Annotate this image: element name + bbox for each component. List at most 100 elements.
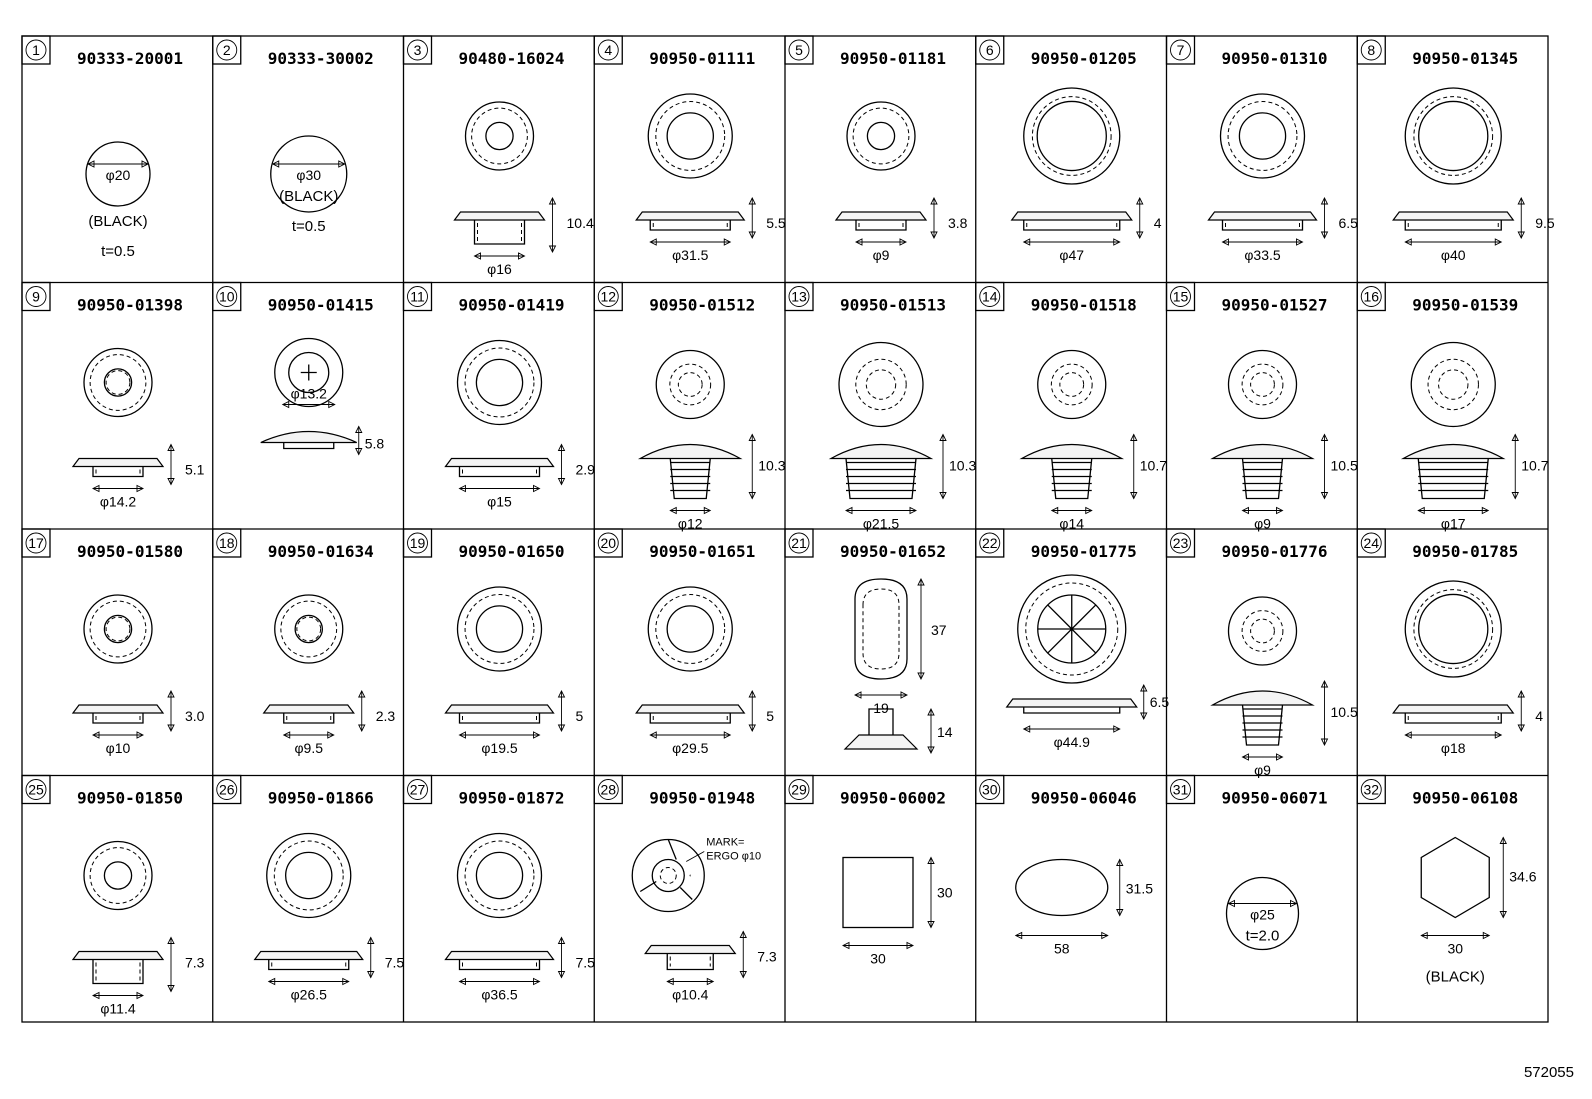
dimension-label: 10.3	[758, 458, 785, 474]
item-number: 31	[1173, 782, 1189, 798]
index-box	[593, 35, 623, 65]
part-number: 90950-06108	[1412, 789, 1518, 808]
item-number: 23	[1173, 535, 1189, 551]
part-number: 90950-01948	[649, 789, 755, 808]
item-number: 26	[219, 782, 235, 798]
dimension-label: φ14	[1059, 516, 1084, 532]
dimension-label: 5.8	[365, 436, 385, 452]
thickness-note: t=2.0	[1246, 928, 1280, 945]
dimension-label: φ12	[678, 516, 703, 532]
index-box	[212, 528, 242, 558]
part-number: 90950-01513	[840, 296, 946, 315]
item-number: 4	[604, 42, 612, 58]
dimension-label: φ44.9	[1054, 734, 1091, 750]
index-box	[212, 281, 242, 312]
index-box	[784, 281, 814, 312]
illustration-number: 572055	[1523, 1064, 1574, 1081]
dimension-label: φ26.5	[291, 987, 328, 1003]
part-drawing: φ33.56.5	[1207, 93, 1358, 263]
part-drawing: φ31.55.5	[635, 93, 786, 263]
dimension-label: φ16	[487, 261, 512, 277]
dimension-label: 6.5	[1150, 694, 1170, 710]
dimension-label: 58	[1054, 941, 1070, 957]
index-box	[1165, 281, 1196, 312]
dimension-label: 10.3	[949, 458, 976, 474]
dimension-label: 10.4	[567, 215, 594, 231]
index-box	[1165, 774, 1196, 805]
dimension-label: φ10	[106, 740, 131, 756]
item-number: 5	[795, 42, 803, 58]
item-number: 17	[28, 535, 44, 551]
dimension-label: 34.6	[1509, 869, 1536, 885]
index-box	[1356, 35, 1386, 65]
part-number: 90950-01580	[77, 542, 183, 561]
index-box	[402, 528, 433, 558]
item-number: 6	[986, 42, 994, 58]
item-number: 20	[600, 535, 616, 551]
index-box	[1356, 281, 1386, 312]
dimension-label: φ47	[1059, 247, 1084, 263]
part-drawing: φ12 10.3	[637, 349, 786, 532]
part-drawing: 34.630(BLACK)	[1420, 836, 1537, 986]
part-number: 90950-06046	[1031, 789, 1137, 808]
mark-note: MARK=	[706, 837, 744, 849]
index-box	[593, 281, 623, 312]
item-number: 3	[414, 42, 422, 58]
dimension-label: φ29.5	[672, 740, 709, 756]
dimension-label: φ21.5	[863, 516, 900, 532]
index-box	[1165, 528, 1196, 558]
index-box	[402, 774, 433, 805]
dimension-label: 7.3	[185, 955, 205, 971]
part-number: 90950-01181	[840, 49, 946, 68]
item-number: 24	[1363, 535, 1379, 551]
part-number: 90950-01527	[1222, 296, 1328, 315]
part-number: 90333-30002	[268, 49, 374, 68]
part-number: 90950-06002	[840, 789, 946, 808]
index-box	[21, 281, 51, 312]
item-number: 18	[219, 535, 235, 551]
item-number: 21	[791, 535, 807, 551]
part-number: 90950-01205	[1031, 49, 1137, 68]
dimension-label: 19	[873, 700, 889, 716]
dimension-label: 4	[1154, 215, 1162, 231]
part-number: 90950-01539	[1412, 296, 1518, 315]
item-number: 15	[1173, 289, 1189, 305]
dimension-label: φ10.4	[672, 987, 709, 1003]
part-drawing: φ13.25.8	[260, 337, 385, 456]
dimension-label: 30	[937, 885, 953, 901]
index-box	[593, 528, 623, 558]
dimension-label: φ11.4	[100, 1001, 136, 1017]
dimension-label: 9.5	[1535, 215, 1555, 231]
dimension-label: 10.5	[1331, 704, 1358, 720]
part-drawing: φ36.57.5	[444, 832, 595, 1003]
part-number: 90333-20001	[77, 49, 183, 68]
item-number: 29	[791, 782, 807, 798]
index-box	[975, 528, 1005, 558]
dimension-label: φ9	[1254, 516, 1271, 532]
